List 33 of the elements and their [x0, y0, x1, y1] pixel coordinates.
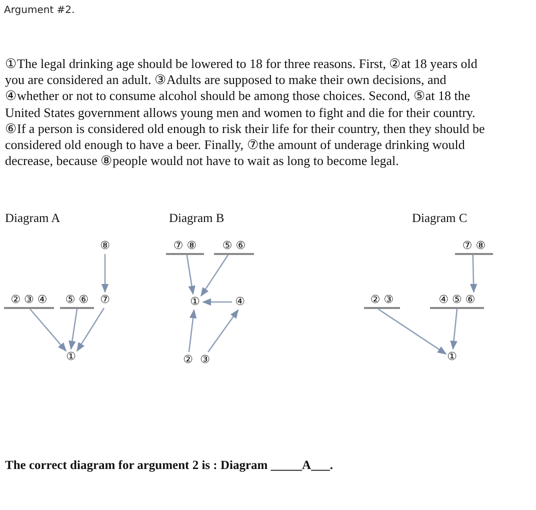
- arrow: [76, 308, 105, 352]
- diagram-heading: Diagram C: [412, 211, 468, 226]
- statement-group: ② ③ ④: [4, 292, 54, 309]
- arrow: [208, 309, 239, 352]
- arrow: [202, 298, 232, 306]
- statement-number: ①: [63, 349, 79, 365]
- diagram-heading: Diagram B: [169, 211, 226, 226]
- statement-number: ⑦: [97, 292, 113, 308]
- arrow: [450, 308, 458, 350]
- statement-number: ④: [232, 294, 248, 310]
- statement-group: ⑤ ⑥: [60, 292, 94, 309]
- statement-number: ③: [197, 352, 213, 368]
- arrow: [186, 254, 196, 295]
- answer-sentence: The correct diagram for argument 2 is : Diagram _____A___.: [5, 458, 334, 473]
- arrow: [200, 254, 229, 297]
- arrow: [470, 254, 478, 293]
- arrow: [378, 308, 447, 354]
- arrow: [101, 254, 109, 293]
- statement-number: ②: [180, 352, 196, 368]
- argument-paragraph: ①The legal drinking age should be lowered to 18 for three reasons. First, ②at 18 years old you are considered an adult. ③Adults are supposed to make their own decisions, and ④whether or not to consume alcohol should be among those choices. Second, ⑤at 18 the United States government allows young men and women to fight and die for their country. ⑥If a person is considered old enough to risk their life for their country, then they should be considered old enough to have a beer. Finally, ⑦the amount of underage drinking would decrease, because ⑧people would not have to wait as long to become legal.: [5, 56, 486, 170]
- statement-group: ② ③: [364, 292, 400, 309]
- page-heading: Argument #2.: [4, 5, 76, 16]
- arrow: [30, 308, 67, 352]
- statement-number: ⑧: [97, 238, 113, 254]
- diagram-heading: Diagram A: [5, 211, 62, 226]
- statement-number: ①: [187, 294, 203, 310]
- arrow: [188, 309, 197, 352]
- statement-group: ⑤ ⑥: [214, 238, 254, 255]
- arrow: [68, 308, 78, 350]
- statement-group: ⑦ ⑧: [166, 238, 204, 255]
- statement-group: ④ ⑤ ⑥: [430, 292, 484, 309]
- statement-number: ①: [444, 349, 460, 365]
- statement-group: ⑦ ⑧: [455, 238, 493, 255]
